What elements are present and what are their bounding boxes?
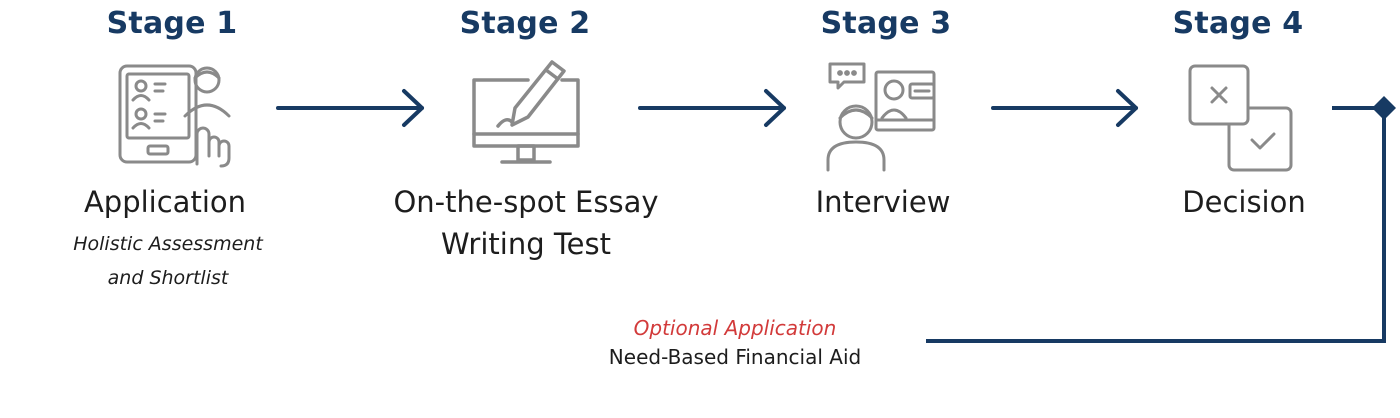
stage-2-label-line-2: Writing Test: [441, 227, 611, 261]
computer-writing-icon: [472, 60, 580, 164]
stage-3-title: Stage 3: [820, 6, 952, 41]
stage-3-label: Interview: [815, 185, 951, 219]
stage-2-label-line-1: On-the-spot Essay: [393, 185, 659, 219]
stage-4-title: Stage 4: [1172, 6, 1304, 41]
financial-aid-label: Need-Based Financial Aid: [608, 345, 862, 369]
stage-1-label: Application: [83, 185, 247, 219]
stage-1-sub-line-2: and Shortlist: [107, 267, 229, 289]
video-interview-icon: [826, 62, 936, 172]
stage-1-title: Stage 1: [106, 6, 238, 41]
branch-diamond-icon: [1372, 96, 1396, 120]
stage-4-label: Decision: [1182, 185, 1306, 219]
online-application-icon: [118, 64, 231, 168]
decision-icon: [1188, 64, 1293, 172]
stage-2-title: Stage 2: [459, 6, 591, 41]
stage-1-sub-line-1: Holistic Assessment: [73, 233, 263, 255]
optional-application-label: Optional Application: [633, 316, 837, 340]
